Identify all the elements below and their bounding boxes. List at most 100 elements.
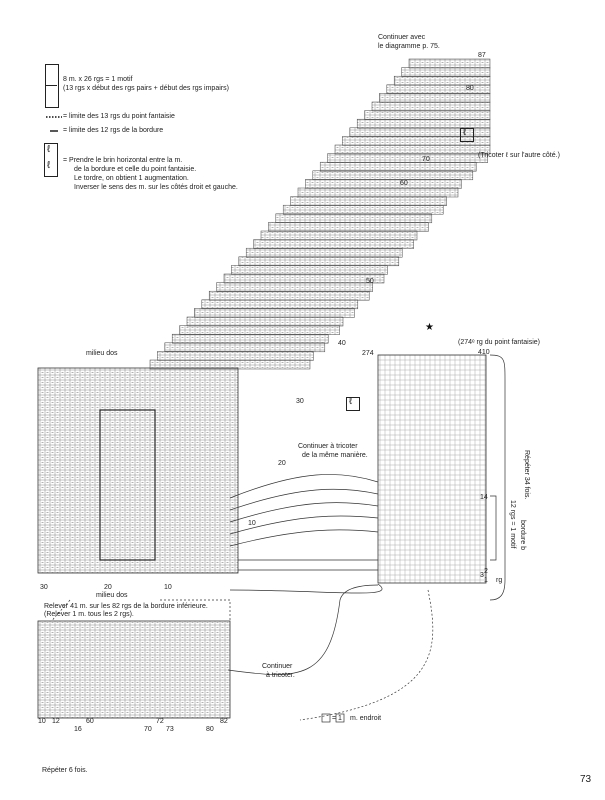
row-number: 14 bbox=[480, 494, 488, 501]
main-grid bbox=[37, 367, 239, 574]
row-number: 80 bbox=[466, 85, 474, 92]
increase-symbol-2: ℓ bbox=[47, 160, 51, 171]
row-number: 40 bbox=[338, 340, 346, 347]
legend-increase-1: = Prendre le brin horizontal entre la m. bbox=[63, 157, 183, 164]
increase-symbol-box bbox=[44, 143, 58, 177]
lower-row-number: 72 bbox=[156, 718, 164, 725]
diagonal-chart-row bbox=[208, 290, 370, 301]
knit-symbol-eq: = 1 bbox=[332, 715, 342, 722]
diagonal-chart-row bbox=[186, 316, 344, 327]
diagonal-chart-row bbox=[253, 239, 414, 249]
legend-increase-2: de la bordure et celle du point fantaisi… bbox=[74, 166, 197, 173]
lower-row-number: 82 bbox=[220, 718, 228, 725]
diagonal-chart-row bbox=[260, 230, 418, 241]
knit-label: m. endroit bbox=[350, 715, 382, 722]
motif-outline bbox=[99, 409, 156, 561]
bordure-b-2: 12 rgs = 1 motif bbox=[509, 500, 516, 549]
diagonal-chart-row bbox=[171, 333, 329, 344]
motif-legend-box bbox=[45, 64, 59, 108]
diagonal-chart-row bbox=[201, 299, 359, 310]
continue-diagram-2: le diagramme p. 75. bbox=[378, 43, 440, 50]
knit-symbol-box bbox=[321, 713, 331, 723]
diagonal-chart-row bbox=[238, 256, 400, 267]
diagonal-chart-row bbox=[327, 153, 488, 163]
diagonal-chart-row bbox=[179, 325, 340, 335]
increase-symbol: ℓ bbox=[47, 144, 51, 155]
relever-1: Relever 41 m. sur les 82 rgs de la bordu… bbox=[44, 603, 208, 610]
row-number: 20 bbox=[278, 460, 286, 467]
diagonal-chart-row bbox=[401, 67, 491, 77]
row-number: 1 bbox=[484, 577, 488, 584]
legend-motif-detail: (13 rgs x début des rgs pairs + début de… bbox=[63, 85, 229, 92]
diagonal-chart-band bbox=[149, 58, 491, 370]
row-number: 70 bbox=[422, 156, 430, 163]
axis-tick: 30 bbox=[40, 584, 48, 591]
increase-callout-box bbox=[460, 128, 474, 142]
lower-row-number: 73 bbox=[166, 726, 174, 733]
lower-row-number: 10 bbox=[38, 718, 46, 725]
milieu-dos-bottom: milieu dos bbox=[96, 592, 128, 599]
legend-dash-limit: = limite des 12 rgs de la bordure bbox=[63, 127, 164, 134]
diagonal-chart-row bbox=[334, 144, 491, 155]
diagonal-chart-row bbox=[268, 222, 429, 232]
continuer-meme-2: de la même manière. bbox=[302, 452, 368, 459]
lower-chart bbox=[37, 620, 231, 719]
row-number: 2 bbox=[484, 568, 488, 575]
diagonal-chart-row bbox=[194, 308, 355, 318]
continue-diagram-1: Continuer avec bbox=[378, 34, 426, 41]
legend-dotted-limit: = limite des 13 rgs du point fantaisie bbox=[63, 113, 175, 120]
diagonal-chart-row bbox=[290, 196, 447, 206]
diagonal-chart-row bbox=[275, 213, 433, 224]
diagonal-chart-row bbox=[149, 359, 311, 370]
increase-callout: ℓ bbox=[463, 127, 467, 138]
tricoter-other-side: (Tricoter ℓ sur l'autre côté.) bbox=[478, 152, 560, 159]
diagonal-chart-row bbox=[245, 247, 403, 258]
diagonal-chart-row bbox=[305, 179, 462, 189]
diagonal-chart-row bbox=[223, 273, 385, 284]
repeter-34: Répéter 34 fois. bbox=[523, 450, 530, 500]
diagonal-chart-row bbox=[379, 93, 491, 103]
rg-label: rg bbox=[496, 577, 503, 584]
diagonal-chart-row bbox=[393, 75, 491, 86]
legend-motif: 8 m. x 26 rgs = 1 motif bbox=[63, 76, 133, 83]
legend-increase-3: Le tordre, on obtient 1 augmentation. bbox=[74, 175, 189, 182]
diagonal-chart-row bbox=[371, 101, 491, 112]
diagonal-chart-row bbox=[356, 118, 491, 129]
axis-tick: 10 bbox=[164, 584, 172, 591]
diagonal-chart-row bbox=[319, 161, 477, 172]
lower-row-number: 12 bbox=[52, 718, 60, 725]
diagonal-chart-row bbox=[231, 265, 388, 275]
continuer-2: à tricoter. bbox=[266, 672, 295, 679]
row-number: 30 bbox=[296, 398, 304, 405]
row-number: 50 bbox=[366, 278, 374, 285]
increase-callout-2: ℓ bbox=[349, 396, 353, 407]
knit-symbol-box-2 bbox=[335, 713, 345, 723]
row-number: 10 bbox=[248, 520, 256, 527]
border-chart bbox=[377, 354, 487, 584]
repeat-brace bbox=[489, 354, 506, 601]
row-number: 60 bbox=[400, 180, 408, 187]
diagonal-chart-row bbox=[164, 342, 326, 353]
continuer-1: Continuer bbox=[262, 663, 293, 670]
legend-increase-4: Inverser le sens des m. sur les côtés dr… bbox=[74, 184, 238, 191]
lower-row-number: 80 bbox=[206, 726, 214, 733]
continuer-meme-1: Continuer à tricoter bbox=[298, 443, 358, 450]
row-number: 87 bbox=[478, 52, 486, 59]
star-marker: ★ bbox=[425, 322, 434, 333]
lower-row-number: 16 bbox=[74, 726, 82, 733]
motif-legend-divider bbox=[45, 85, 57, 86]
increase-callout-box-2 bbox=[346, 397, 360, 411]
diagonal-chart-row bbox=[216, 282, 373, 292]
bordure-brace bbox=[490, 495, 497, 561]
axis-tick: 20 bbox=[104, 584, 112, 591]
diagonal-chart-row bbox=[312, 170, 474, 181]
diagonal-chart-row bbox=[364, 110, 491, 120]
connector-arrows bbox=[51, 474, 434, 721]
row-number: 3 bbox=[480, 572, 484, 579]
row-number: 274 bbox=[362, 350, 374, 357]
diagonal-chart-row bbox=[297, 187, 459, 198]
page-number: 73 bbox=[580, 774, 592, 785]
diagonal-chart-row bbox=[157, 351, 314, 361]
repeter-6: Répéter 6 fois. bbox=[42, 767, 88, 774]
relever-2: (Relever 1 m. tous les 2 rgs). bbox=[44, 611, 134, 618]
